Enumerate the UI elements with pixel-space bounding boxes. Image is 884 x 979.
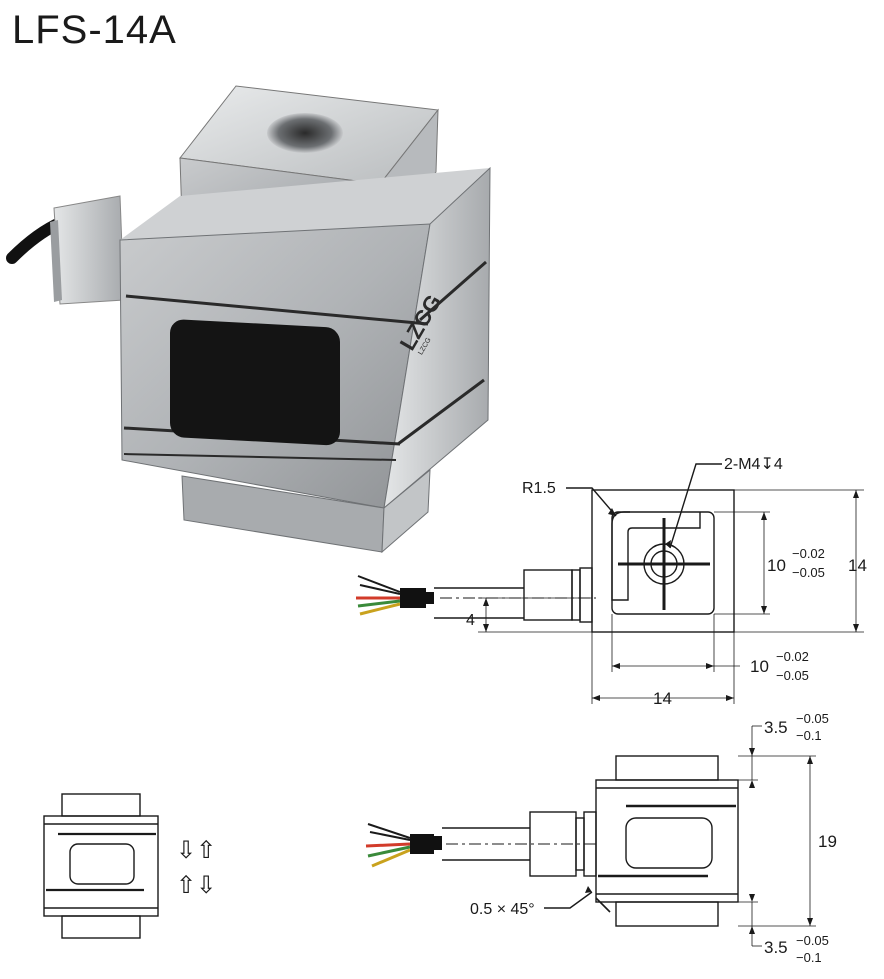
product-title: LFS-14A [12,8,177,52]
inner-width-tol-upper: −0.02 [776,649,809,664]
height-dim: 19 [818,832,837,851]
lip-bottom-tol-upper: −0.05 [796,933,829,948]
compression-arrows: ⇩⇧ [176,837,216,864]
inner-width-tol-lower: −0.05 [776,668,809,683]
inner-height-dim: 10 [767,556,786,575]
offset-dim: 4 [466,612,475,629]
load-direction-drawing [43,793,159,939]
dimension-labels: 2-M4↧4 R1.5 4 10 −0.02 −0.05 14 10 −0.02… [176,456,867,965]
lip-top-tol-lower: −0.1 [796,728,822,743]
thread-label: 2-M4↧4 [724,456,783,473]
lip-bottom-tol-lower: −0.1 [796,950,822,965]
inner-height-tol-lower: −0.05 [792,565,825,580]
wire-bundle-top [356,575,401,616]
lip-top-dim: 3.5 [764,718,788,737]
lip-top-tol-upper: −0.05 [796,711,829,726]
tension-arrows: ⇧⇩ [176,872,216,899]
inner-height-tol-upper: −0.02 [792,546,825,561]
chamfer-label: 0.5 × 45° [470,901,535,918]
end-view-drawing [356,463,864,704]
sensor-photo: LZCG LZCG [6,85,491,554]
wire-bundle-bottom [365,823,411,868]
lip-bottom-dim: 3.5 [764,938,788,957]
radius-label: R1.5 [522,480,556,497]
outer-height-dim: 14 [848,556,867,575]
outer-width-dim: 14 [653,689,672,708]
dimension-arrowheads [483,490,859,934]
front-view-drawing [365,725,816,947]
inner-width-dim: 10 [750,657,769,676]
